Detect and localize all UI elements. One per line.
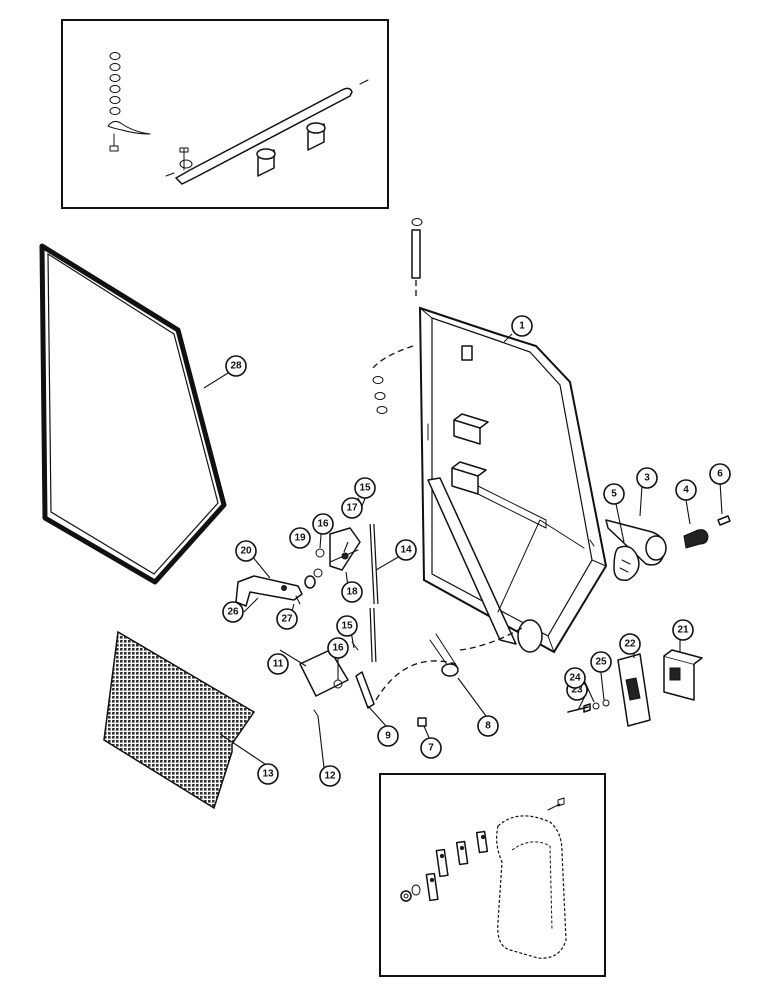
lower-hardware bbox=[299, 627, 523, 727]
washer-stack bbox=[109, 52, 121, 115]
svg-text:22: 22 bbox=[624, 639, 636, 650]
callout-25: 25 bbox=[590, 651, 612, 673]
link-9 bbox=[355, 671, 375, 709]
callout-11: 11 bbox=[267, 653, 289, 675]
hair-pin-clip bbox=[107, 120, 151, 135]
callout-8: 8 bbox=[477, 715, 499, 737]
screen-mesh bbox=[103, 630, 256, 810]
nut-7 bbox=[417, 717, 427, 727]
callout-21: 21 bbox=[672, 619, 694, 641]
lever-26 bbox=[235, 575, 303, 607]
leader-lines bbox=[203, 333, 723, 769]
screw-6 bbox=[717, 515, 731, 526]
callout-7: 7 bbox=[420, 737, 442, 759]
svg-text:17: 17 bbox=[346, 503, 358, 514]
svg-text:21: 21 bbox=[677, 625, 689, 636]
latch-hole bbox=[517, 619, 543, 653]
door-rod bbox=[175, 87, 353, 185]
callout-15-lower: 15 bbox=[336, 615, 358, 637]
callout-16-upper: 16 bbox=[312, 513, 334, 535]
callout-18: 18 bbox=[341, 581, 363, 603]
svg-text:25: 25 bbox=[595, 657, 607, 668]
callout-27: 27 bbox=[276, 608, 298, 630]
callout-9: 9 bbox=[377, 725, 399, 747]
svg-text:28: 28 bbox=[230, 361, 242, 372]
callout-1: 1 bbox=[511, 315, 533, 337]
svg-text:1: 1 bbox=[519, 321, 525, 332]
svg-text:4: 4 bbox=[683, 485, 689, 496]
seal-screw bbox=[547, 797, 565, 811]
window-seal bbox=[39, 243, 227, 585]
svg-text:27: 27 bbox=[281, 614, 293, 625]
lock-assembly bbox=[605, 515, 731, 581]
bushing-1 bbox=[256, 148, 276, 177]
svg-text:16: 16 bbox=[332, 643, 344, 654]
svg-text:12: 12 bbox=[324, 771, 336, 782]
svg-text:9: 9 bbox=[385, 731, 391, 742]
rod-end bbox=[179, 147, 189, 171]
bushing-2 bbox=[306, 122, 326, 151]
inset-rod-kit bbox=[61, 19, 389, 209]
svg-text:15: 15 bbox=[359, 483, 371, 494]
upper-bracket bbox=[453, 413, 489, 445]
callout-5: 5 bbox=[603, 483, 625, 505]
svg-text:23: 23 bbox=[571, 685, 583, 696]
key-4 bbox=[683, 529, 709, 549]
callout-19: 19 bbox=[289, 527, 311, 549]
inset-seal-kit bbox=[379, 773, 606, 977]
svg-text:19: 19 bbox=[294, 533, 306, 544]
svg-text:6: 6 bbox=[717, 469, 723, 480]
callout-17: 17 bbox=[341, 497, 363, 519]
callout-4: 4 bbox=[675, 479, 697, 501]
callout-14: 14 bbox=[395, 539, 417, 561]
seal-section bbox=[496, 815, 567, 959]
callout-15-upper: 15 bbox=[354, 477, 376, 499]
escutcheon-5 bbox=[613, 545, 640, 581]
callout-22: 22 bbox=[619, 633, 641, 655]
shim-stack bbox=[425, 830, 489, 902]
svg-text:16: 16 bbox=[317, 519, 329, 530]
svg-text:15: 15 bbox=[341, 621, 353, 632]
svg-text:5: 5 bbox=[611, 489, 617, 500]
door-frame bbox=[418, 306, 608, 654]
svg-text:18: 18 bbox=[346, 587, 358, 598]
seal-washer bbox=[411, 884, 421, 896]
svg-text:20: 20 bbox=[240, 546, 252, 557]
callout-26: 26 bbox=[222, 601, 244, 623]
svg-text:7: 7 bbox=[428, 743, 434, 754]
callout-28: 28 bbox=[225, 355, 247, 377]
callout-20: 20 bbox=[235, 540, 257, 562]
callout-13: 13 bbox=[257, 763, 279, 785]
svg-text:11: 11 bbox=[273, 659, 284, 670]
hinge-pin bbox=[372, 218, 423, 414]
seal-nut bbox=[400, 890, 412, 902]
callout-12: 12 bbox=[319, 765, 341, 787]
callout-24: 24 bbox=[564, 667, 586, 689]
latch-assembly bbox=[567, 649, 703, 727]
callout-16-lower: 16 bbox=[327, 637, 349, 659]
inset-bolt bbox=[109, 133, 119, 152]
svg-text:14: 14 bbox=[400, 545, 412, 556]
washer-19 bbox=[313, 568, 323, 578]
svg-text:13: 13 bbox=[262, 769, 274, 780]
svg-text:3: 3 bbox=[644, 473, 650, 484]
svg-text:8: 8 bbox=[485, 721, 491, 732]
plate-11 bbox=[299, 649, 349, 697]
svg-text:24: 24 bbox=[569, 673, 581, 684]
callout-6: 6 bbox=[709, 463, 731, 485]
callout-3: 3 bbox=[636, 467, 658, 489]
svg-text:26: 26 bbox=[227, 607, 239, 618]
washer-20 bbox=[304, 575, 316, 589]
washer-16 bbox=[315, 548, 325, 558]
door-brace bbox=[427, 477, 517, 645]
